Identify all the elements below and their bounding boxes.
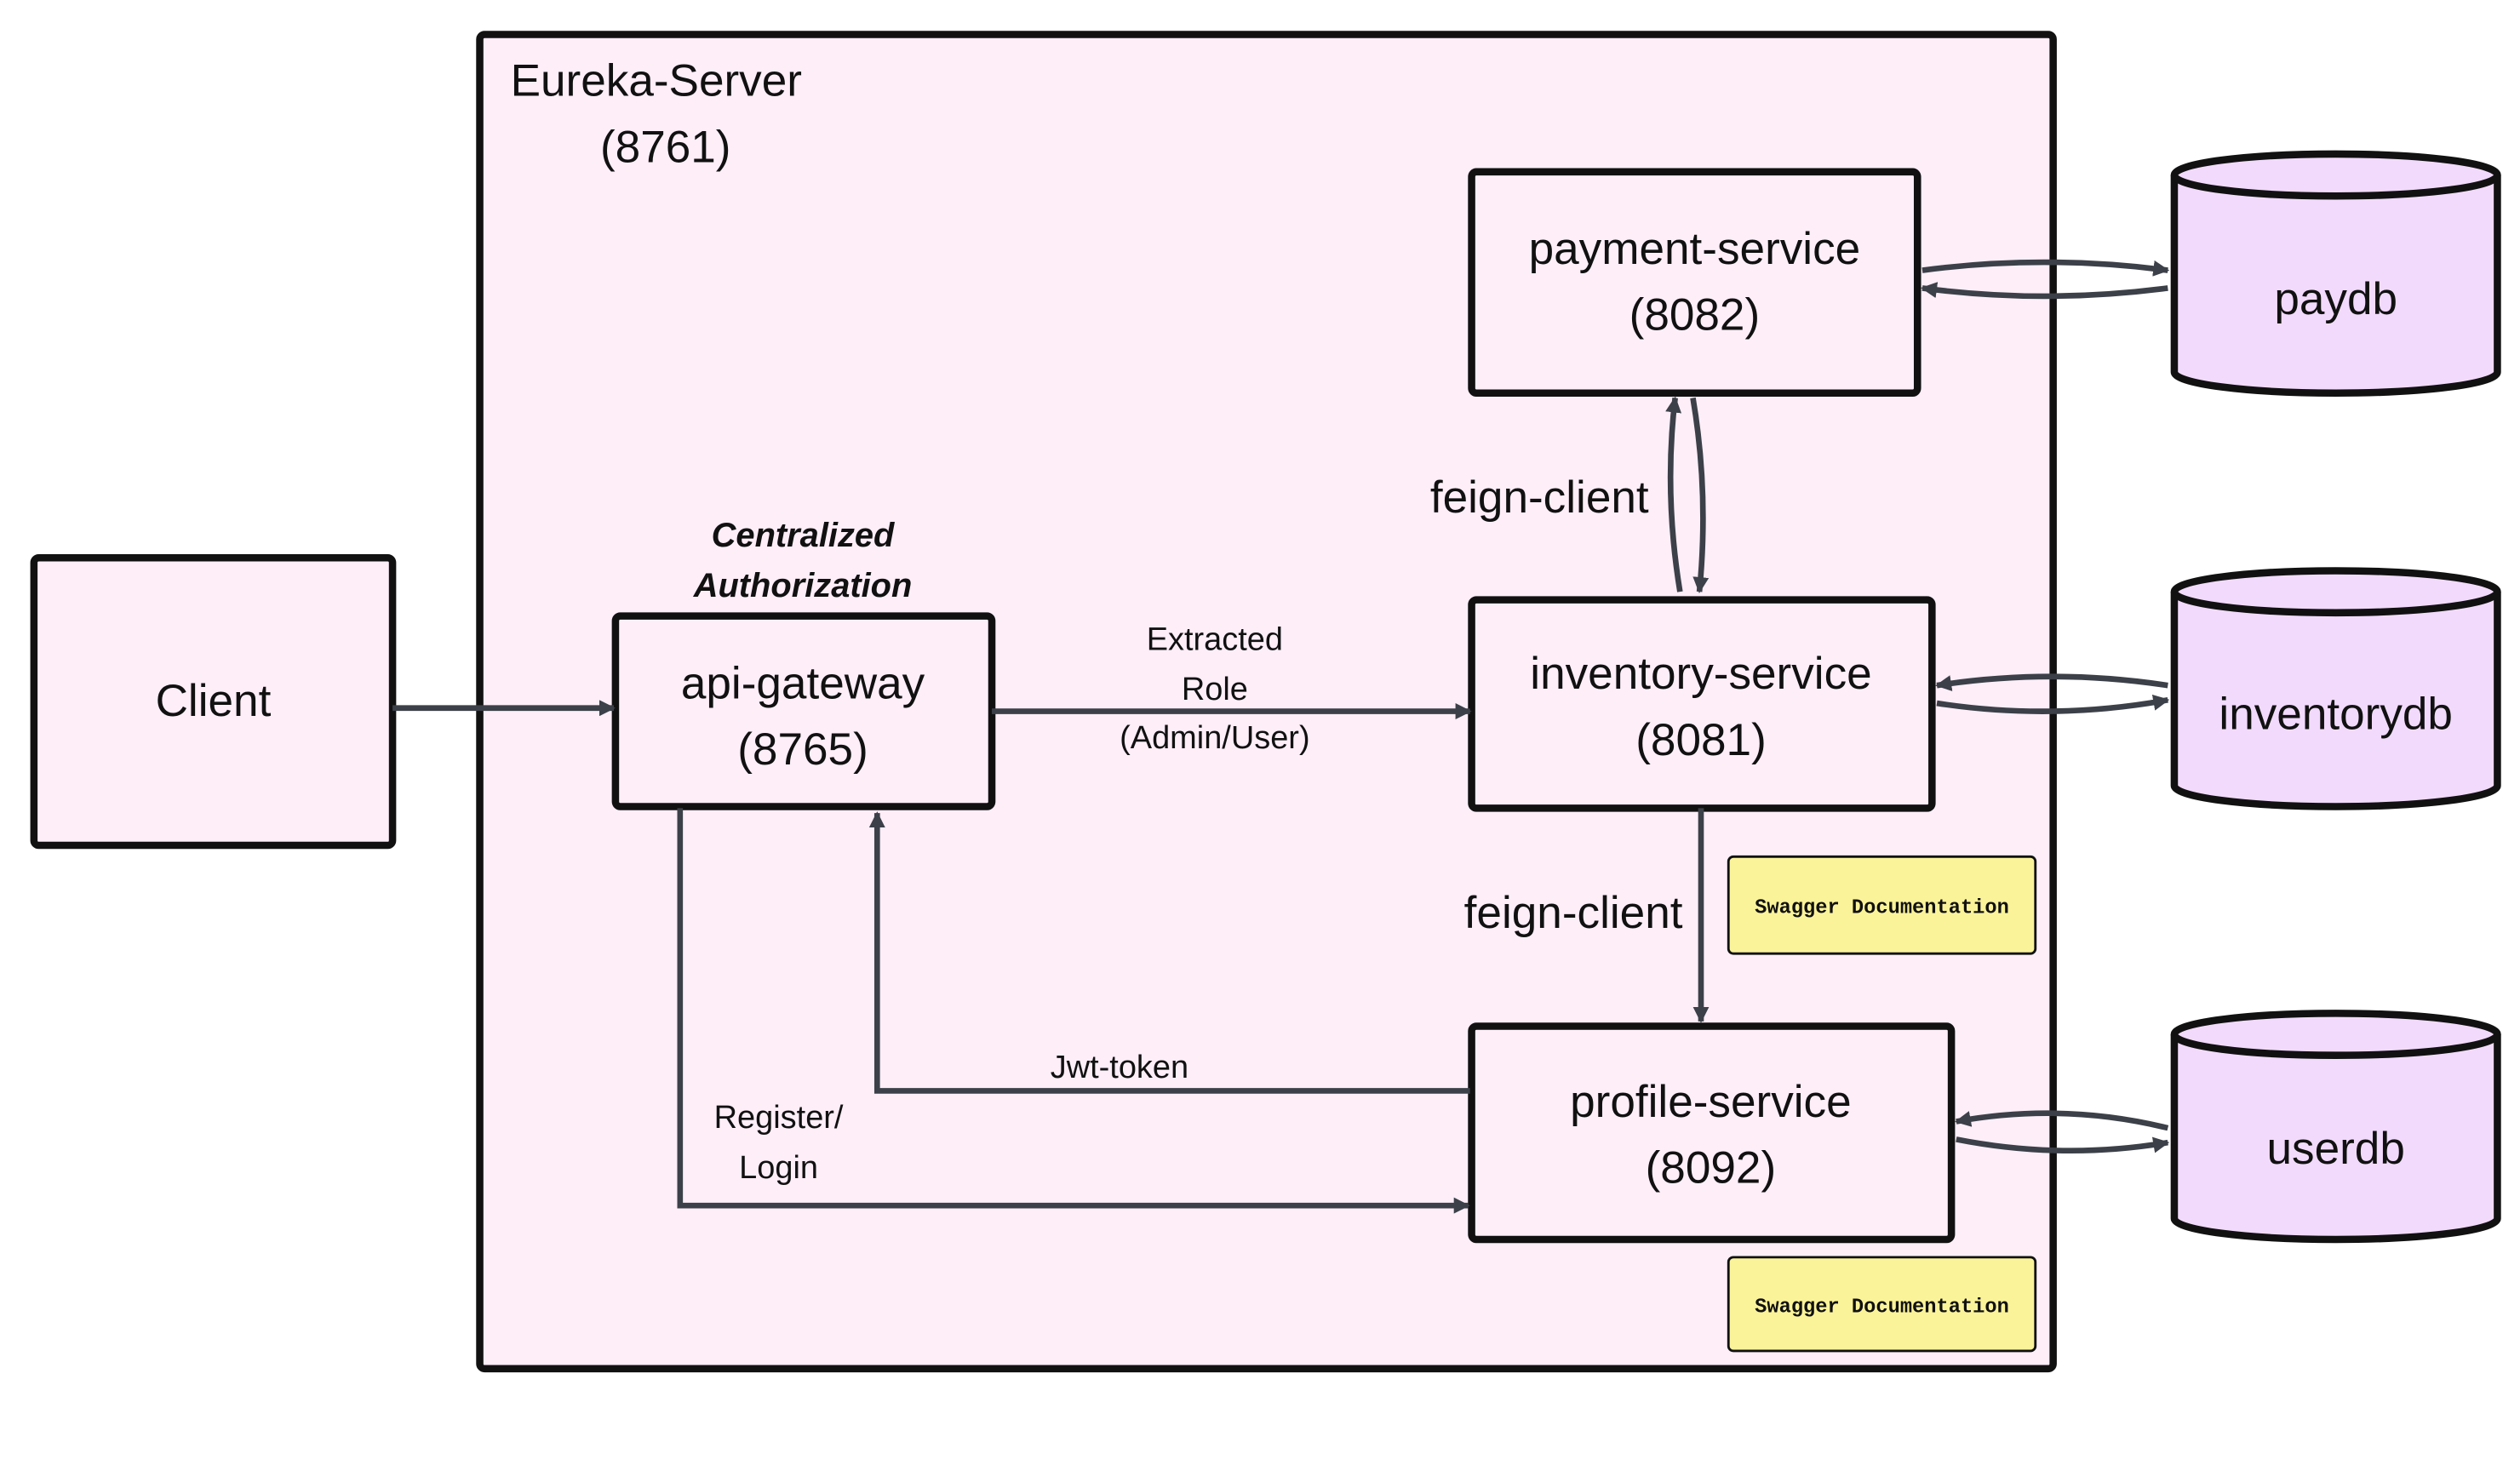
jwt-label: Jwt-token (1051, 1050, 1188, 1085)
eureka-server-port: (8761) (600, 122, 731, 172)
userdb-body (2170, 1034, 2501, 1244)
client-node[interactable]: Client (30, 554, 397, 850)
feign-profile-label: feign-client (1464, 888, 1683, 938)
inventory-to-inventorydb-edge (1936, 694, 2170, 714)
api-gateway-name: api-gateway (681, 658, 925, 708)
profile-swagger-box (1727, 1256, 2037, 1353)
paydb-label: paydb (2274, 274, 2397, 324)
profile-swagger-label: Swagger Documentation (1755, 1296, 2009, 1319)
inventorydb-label: inventorydb (2219, 689, 2453, 739)
payment-service-port: (8082) (1629, 290, 1761, 341)
inventorydb-body (2170, 592, 2501, 810)
inventorydb-top (2170, 567, 2501, 617)
inventory-service-port: (8081) (1635, 715, 1767, 765)
userdb-label: userdb (2266, 1124, 2404, 1174)
profile-to-gateway-jwt-edge (868, 811, 1470, 1094)
role-label-line1: Extracted (1147, 621, 1283, 657)
profile-to-userdb-edge (1956, 1136, 2170, 1154)
gateway-caption-line1: Centralized (712, 517, 896, 554)
eureka-server-label: Eureka-Server (511, 56, 802, 106)
role-label-line2: Role (1182, 672, 1248, 707)
feign-payment-label: feign-client (1430, 472, 1649, 523)
inventory-to-payment-edge (1665, 396, 1683, 592)
inventorydb-cylinder[interactable]: inventorydb (2170, 567, 2501, 810)
client-label: Client (156, 676, 272, 726)
profile-service-name: profile-service (1570, 1077, 1852, 1127)
profile-service-port: (8092) (1646, 1143, 1777, 1193)
userdb-to-profile-edge (1954, 1110, 2169, 1131)
payment-service-box (1468, 168, 1922, 398)
profile-service-node[interactable]: profile-service (8092) (1468, 1022, 1956, 1244)
role-label-line3: (Admin/User) (1120, 720, 1309, 756)
client-box (30, 554, 397, 850)
paydb-top (2170, 150, 2501, 200)
payment-service-name: payment-service (1529, 224, 1861, 274)
gateway-to-profile-register-edge (677, 808, 1470, 1214)
profile-swagger-note[interactable]: Swagger Documentation (1727, 1256, 2037, 1353)
api-gateway-port: (8765) (737, 724, 868, 775)
payment-to-paydb-edge (1922, 259, 2170, 277)
paydb-to-payment-edge (1921, 282, 2168, 300)
paydb-body (2170, 175, 2501, 398)
register-label-line1: Register/ (714, 1100, 844, 1136)
gateway-caption-line2: Authorization (693, 567, 913, 604)
payment-to-inventory-edge (1690, 397, 1710, 594)
inventory-service-box (1468, 596, 1936, 812)
inventorydb-to-inventory-edge (1935, 673, 2168, 691)
paydb-cylinder[interactable]: paydb (2170, 150, 2501, 398)
api-gateway-node[interactable]: api-gateway (8765) (611, 612, 996, 810)
inventory-swagger-box (1727, 855, 2037, 955)
register-label-line2: Login (739, 1150, 818, 1186)
profile-service-box (1468, 1022, 1956, 1244)
inventory-swagger-note[interactable]: Swagger Documentation (1727, 855, 2037, 955)
payment-service-node[interactable]: payment-service (8082) (1468, 168, 1922, 398)
inventory-swagger-label: Swagger Documentation (1755, 897, 2009, 920)
inventory-service-name: inventory-service (1530, 649, 1871, 699)
userdb-cylinder[interactable]: userdb (2170, 1010, 2501, 1244)
api-gateway-box (611, 612, 996, 810)
userdb-top (2170, 1010, 2501, 1059)
inventory-service-node[interactable]: inventory-service (8081) (1468, 596, 1936, 812)
